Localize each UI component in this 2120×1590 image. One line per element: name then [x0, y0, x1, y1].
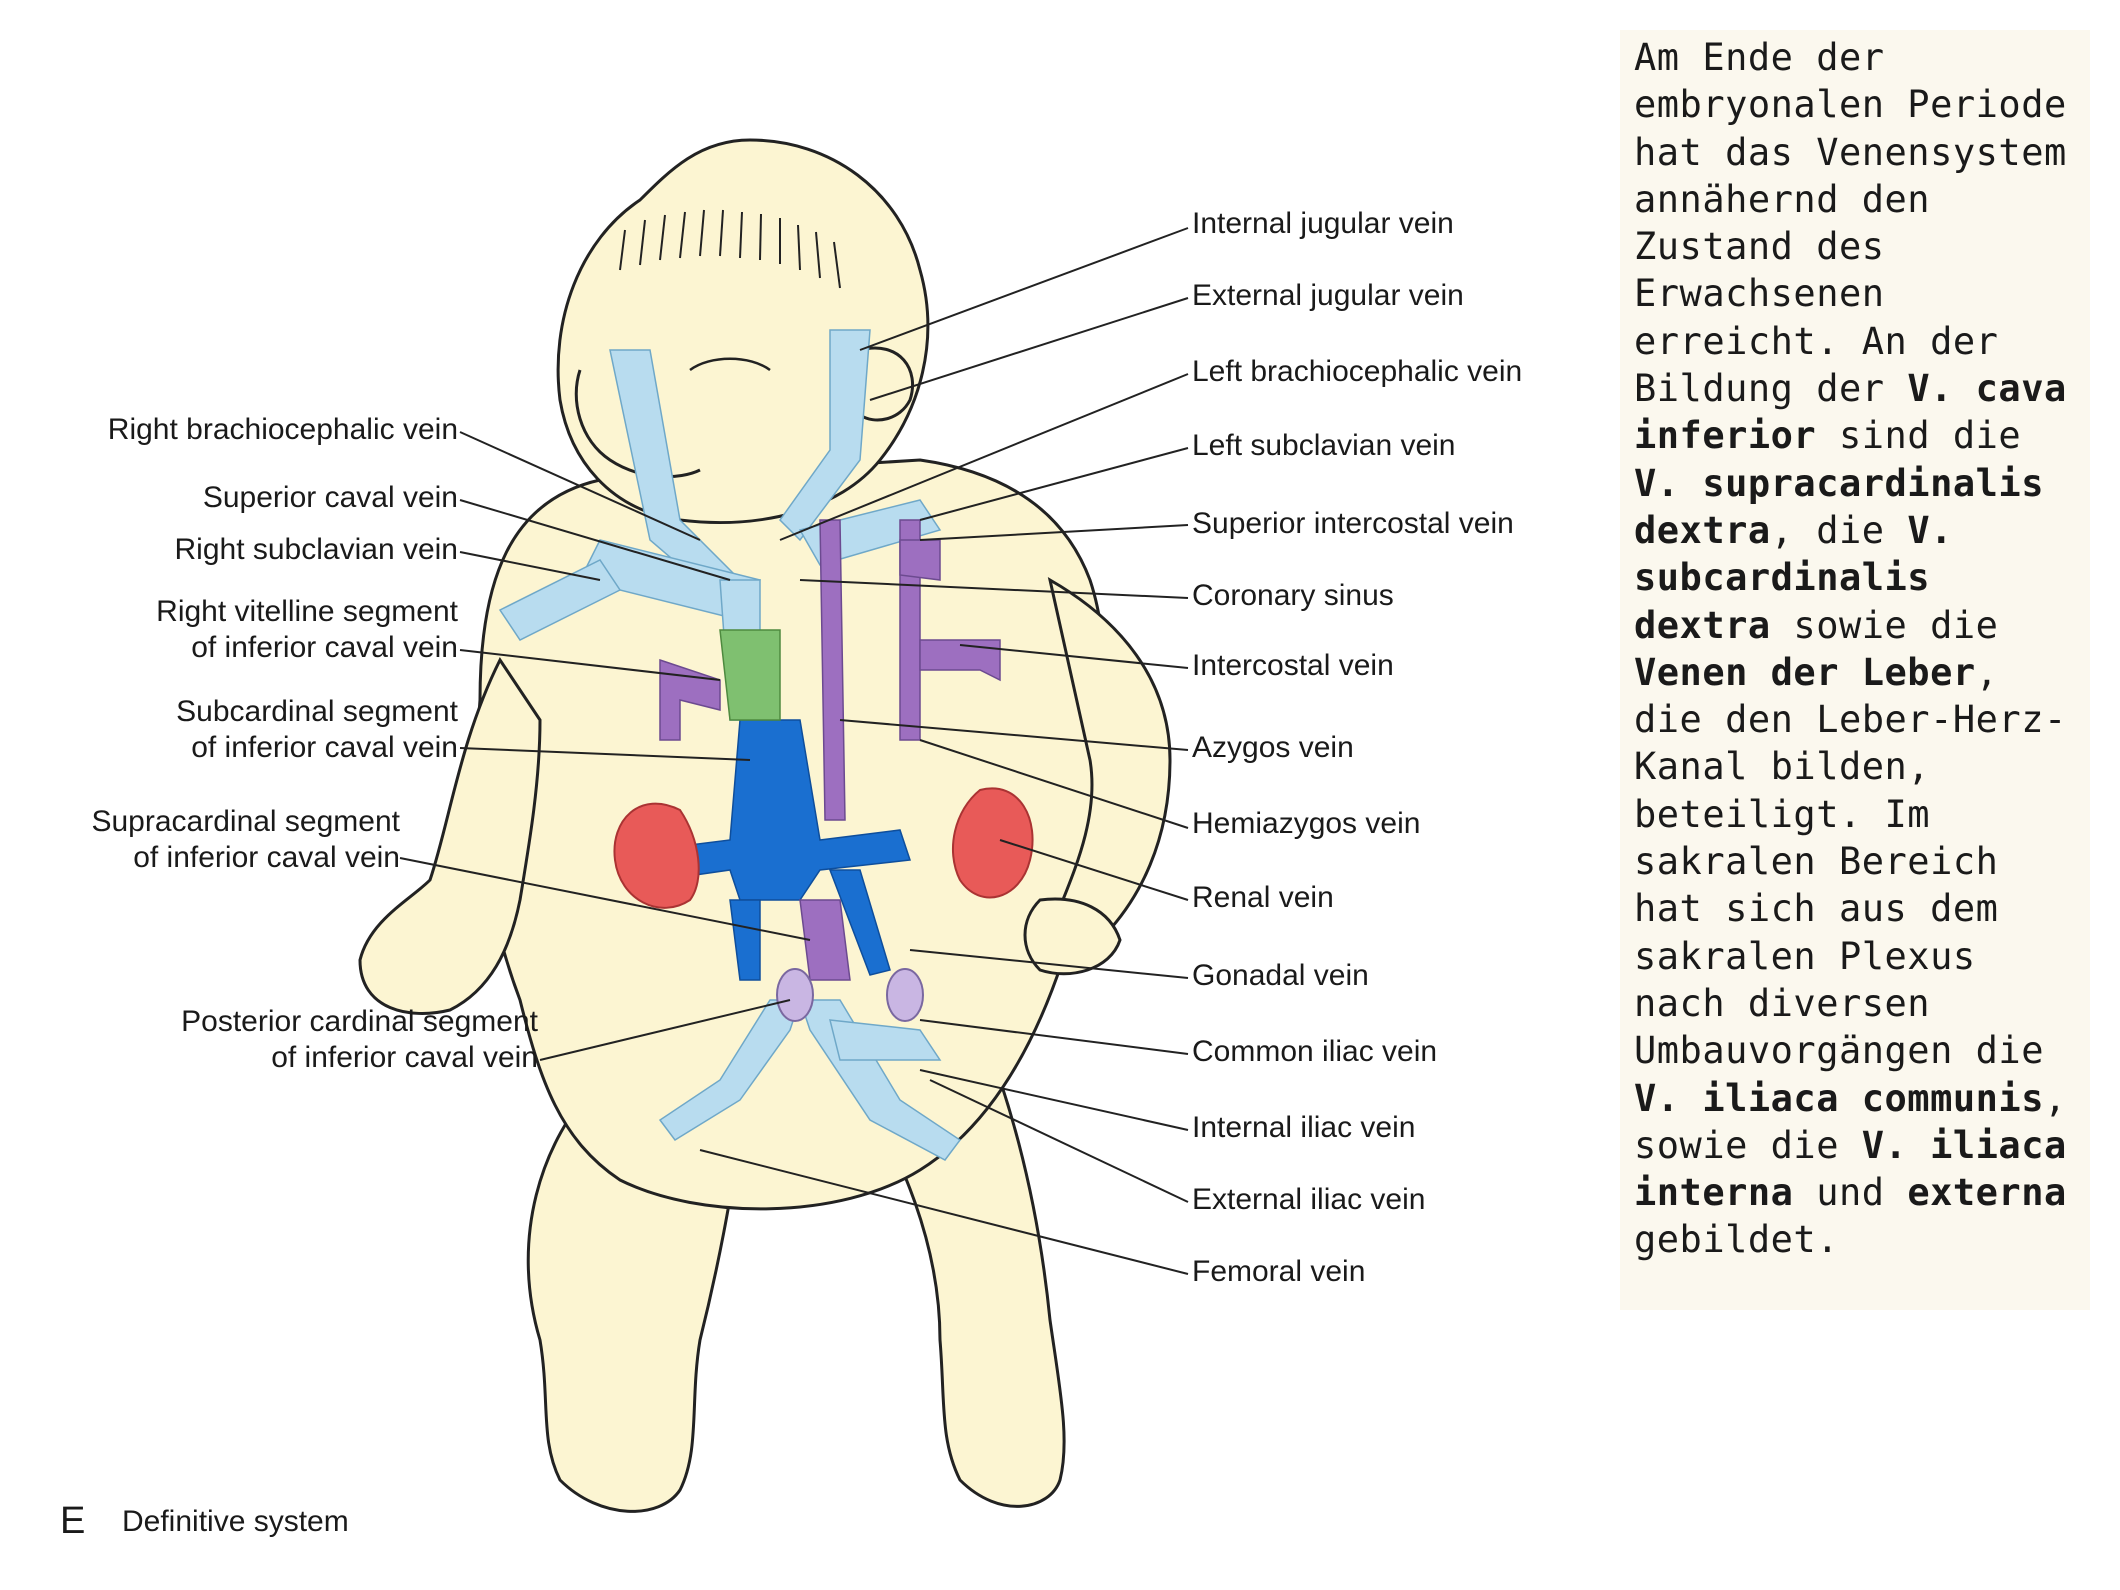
- label-hemiazygos-vein: Hemiazygos vein: [1192, 807, 1421, 840]
- kidneys: [613, 787, 1034, 909]
- label-right-subclavian-vein: Right subclavian vein: [174, 533, 459, 566]
- label-left-subclavian-vein: Left subclavian vein: [1192, 429, 1456, 462]
- subcardinal-segment: [648, 719, 912, 981]
- label-posterior-cardinal-segment-line2: of inferior caval vein: [271, 1041, 538, 1074]
- description-run: sind die: [1816, 414, 2022, 458]
- label-subcardinal-segment: Subcardinal segment: [176, 695, 458, 728]
- vitelline-segment: [719, 629, 781, 721]
- label-external-jugular-vein: External jugular vein: [1192, 279, 1464, 312]
- supracardinal-segment: [659, 519, 1001, 981]
- label-internal-iliac-vein: Internal iliac vein: [1192, 1111, 1416, 1144]
- label-coronary-sinus: Coronary sinus: [1192, 579, 1394, 612]
- description-run: und: [1793, 1171, 1908, 1215]
- description-bold-term: V. iliaca interna: [1634, 1123, 2067, 1215]
- description-panel: Am Ende der embryonalen Periode hat das …: [1620, 30, 2090, 1310]
- label-subcardinal-segment-line2: of inferior caval vein: [191, 731, 458, 764]
- label-external-iliac-vein: External iliac vein: [1192, 1183, 1426, 1216]
- description-run: , die: [1770, 508, 1908, 552]
- label-femoral-vein: Femoral vein: [1192, 1255, 1366, 1288]
- label-supracardinal-segment: Supracardinal segment: [91, 805, 400, 838]
- label-gonadal-vein: Gonadal vein: [1192, 959, 1369, 992]
- description-text: Am Ende der embryonalen Periode hat das …: [1634, 34, 2084, 1264]
- description-bold-term: Venen der Leber: [1634, 650, 1976, 694]
- description-run: sowie die: [1770, 603, 1999, 647]
- label-left-brachiocephalic-vein: Left brachiocephalic vein: [1192, 355, 1523, 388]
- description-bold-term: V. supracardinalis dextra: [1634, 461, 2044, 552]
- label-right-vitelline-segment-line2: of inferior caval vein: [191, 631, 458, 664]
- fetus-illustration: [358, 138, 1189, 1513]
- panel-letter: E: [60, 1500, 86, 1542]
- label-supracardinal-segment-line2: of inferior caval vein: [133, 841, 400, 874]
- description-bold-term: V. iliaca communis: [1634, 1076, 2044, 1120]
- label-internal-jugular-vein: Internal jugular vein: [1192, 207, 1454, 240]
- panel-title: Definitive system: [122, 1505, 349, 1538]
- label-right-vitelline-segment: Right vitelline segment: [156, 595, 458, 628]
- label-superior-caval-vein: Superior caval vein: [202, 481, 458, 514]
- venous-system-figure: Internal jugular vein External jugular v…: [40, 20, 1600, 1550]
- label-superior-intercostal-vein: Superior intercostal vein: [1192, 507, 1514, 540]
- label-posterior-cardinal-segment: Posterior cardinal segment: [181, 1005, 538, 1038]
- description-bold-term: V. subcardinalis dextra: [1634, 508, 1953, 647]
- label-common-iliac-vein: Common iliac vein: [1192, 1035, 1438, 1068]
- closed-eye: [689, 357, 771, 372]
- leader-lines: [399, 227, 1189, 1275]
- label-renal-vein: Renal vein: [1192, 881, 1334, 914]
- label-azygos-vein: Azygos vein: [1192, 731, 1354, 764]
- description-bold-term: externa: [1907, 1171, 2067, 1215]
- description-bold-term: V. cava inferior: [1634, 367, 2067, 458]
- hair-lines: [619, 209, 841, 289]
- description-run: Am Ende der embryonalen Periode hat das …: [1634, 36, 2067, 411]
- gonads: [776, 968, 924, 1022]
- description-run: , die den Leber-Herz-Kanal bilden, betei…: [1634, 650, 2067, 1073]
- label-right-brachiocephalic-vein: Right brachiocephalic vein: [107, 413, 458, 446]
- description-run: , sowie die: [1634, 1076, 2067, 1167]
- description-run: gebildet.: [1634, 1218, 1839, 1262]
- label-intercostal-vein: Intercostal vein: [1192, 649, 1394, 682]
